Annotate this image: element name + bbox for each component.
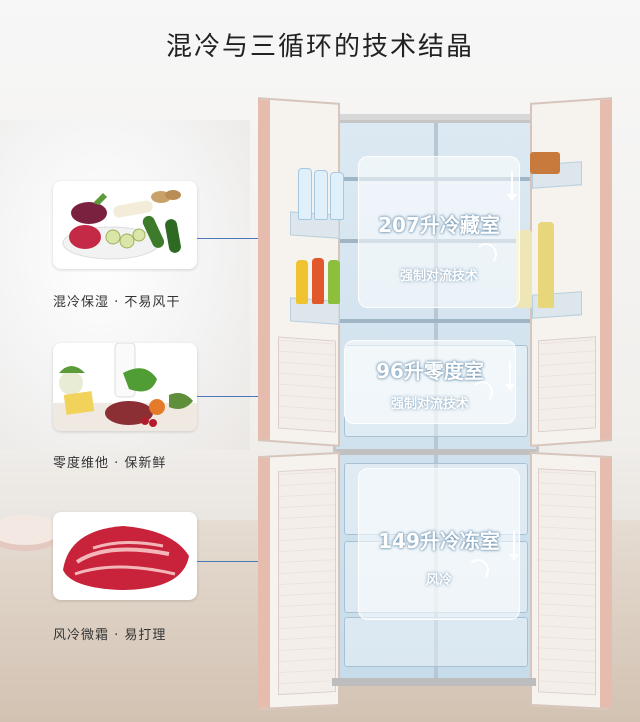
left-lower-door-edge bbox=[258, 457, 270, 709]
water-bottle-1 bbox=[298, 168, 312, 220]
background-bowl bbox=[0, 515, 60, 545]
fridge-top-frame bbox=[328, 114, 538, 124]
door-panel-right-upper bbox=[538, 336, 596, 433]
zone-zero-degree: 96升零度室 强制对流技术 bbox=[344, 340, 516, 424]
left-lower-door bbox=[258, 451, 340, 711]
right-lower-door-edge bbox=[600, 457, 612, 709]
circulation-icon bbox=[471, 381, 493, 403]
shelf-3 bbox=[336, 319, 536, 323]
feature-caption-2: 零度维他 · 保新鲜 bbox=[53, 456, 167, 471]
juice-bottle-1 bbox=[296, 260, 308, 304]
left-upper-door-edge bbox=[258, 99, 270, 440]
zone-freezer-title: 149升冷冻室 bbox=[378, 529, 500, 553]
airflow-down-icon bbox=[509, 531, 519, 561]
zone-zero-degree-title: 96升零度室 bbox=[376, 359, 484, 383]
middle-partition bbox=[336, 449, 536, 455]
freezer-drawer-3 bbox=[344, 617, 528, 667]
fridge-base bbox=[332, 678, 536, 686]
circulation-icon bbox=[475, 243, 497, 265]
vegetables-icon bbox=[62, 190, 181, 260]
zone-freezer: 149升冷冻室 风冷 bbox=[358, 468, 520, 620]
feature-caption-3: 风冷微霜 · 易打理 bbox=[53, 628, 167, 643]
feature-card-vegetables bbox=[53, 181, 197, 269]
feature-card-dairy-fruit bbox=[53, 343, 197, 431]
right-lower-door bbox=[530, 451, 612, 711]
door-panel-left-upper bbox=[278, 336, 336, 433]
wine-bottle-1 bbox=[516, 230, 532, 308]
juice-bottle-3 bbox=[328, 260, 340, 304]
juice-bottle-2 bbox=[312, 258, 324, 304]
water-bottle-3 bbox=[330, 172, 344, 220]
zone-refrigerator-title: 207升冷藏室 bbox=[378, 213, 500, 237]
zone-zero-degree-subtitle: 强制对流技术 bbox=[390, 397, 469, 412]
wine-bottle-2 bbox=[538, 222, 554, 308]
dairy-fruit-icon bbox=[53, 343, 197, 431]
right-upper-door-edge bbox=[600, 99, 612, 440]
zone-refrigerator-subtitle: 强制对流技术 bbox=[399, 269, 478, 284]
zone-freezer-subtitle: 风冷 bbox=[425, 573, 452, 588]
meat-icon bbox=[63, 526, 189, 590]
airflow-down-icon bbox=[505, 361, 515, 391]
door-panel-right-lower bbox=[538, 468, 596, 696]
water-bottle-2 bbox=[314, 170, 328, 220]
feature-caption-1: 混冷保湿 · 不易风干 bbox=[53, 295, 181, 310]
refrigerator: 207升冷藏室 强制对流技术 96升零度室 强制对流技术 149升冷冻室 风冷 bbox=[248, 97, 618, 712]
circulation-icon bbox=[467, 559, 489, 581]
page-title: 混冷与三循环的技术结晶 bbox=[165, 32, 474, 62]
airflow-down-icon bbox=[507, 171, 517, 201]
feature-card-meat bbox=[53, 512, 197, 600]
door-panel-left-lower bbox=[278, 468, 336, 696]
spice-jars bbox=[530, 152, 560, 174]
zone-refrigerator: 207升冷藏室 强制对流技术 bbox=[358, 156, 520, 308]
